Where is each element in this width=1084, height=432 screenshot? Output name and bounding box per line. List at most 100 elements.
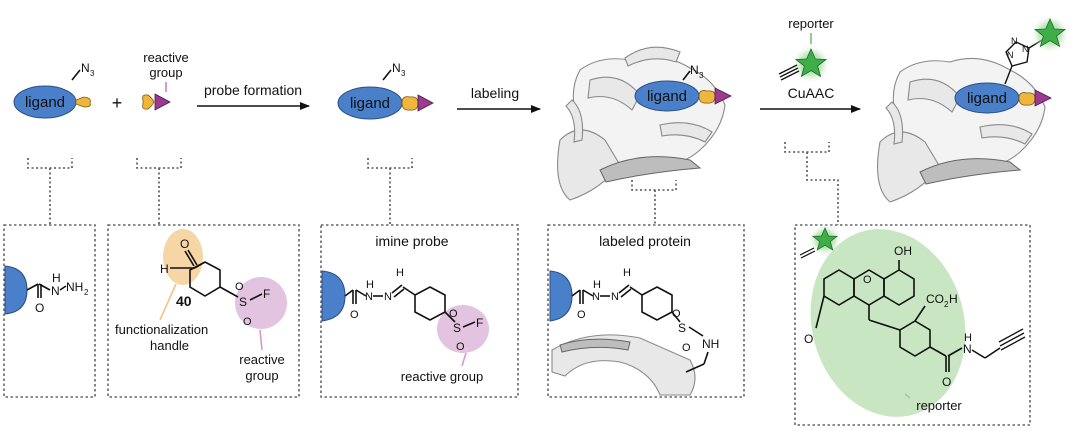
panel-labeled-protein: labeled protein O N H N H S O O NH: [547, 224, 745, 398]
imine-reactive-caption: reactive group: [401, 369, 483, 384]
arrow-label-cuaac: CuAAC: [788, 85, 835, 101]
panel-aldehyde-frame: [107, 224, 300, 398]
handle-caption-line1: functionalization: [115, 322, 208, 337]
co2h-co: CO: [926, 292, 944, 306]
panel-hydrazide-frame: [3, 224, 96, 398]
imine-nh: H: [366, 279, 374, 291]
azide-subscript-1: 3: [90, 69, 95, 78]
panel-imine-frame: [320, 224, 519, 398]
xanthenone-o: O: [804, 332, 813, 346]
imine-ch: H: [396, 267, 404, 279]
bracket-connectors: [27, 142, 839, 225]
imine-linkage-shape: [401, 96, 419, 111]
fluorescein-oh: OH: [894, 244, 912, 258]
imine-probe-title: imine probe: [375, 233, 448, 249]
reactive-highlight: [235, 277, 287, 329]
imine-so1: O: [449, 308, 458, 320]
labeled-nh-link: NH: [702, 337, 719, 351]
plus-sign: +: [112, 93, 123, 113]
xanthene-ring-left: [823, 269, 855, 306]
panel-aldehyde: O H 40 S O O F functionalization handle …: [107, 224, 300, 398]
reporter-caption: reporter: [916, 398, 962, 413]
labeled-protein-title: labeled protein: [599, 233, 691, 249]
protein-ribbon-2: ligand N N N: [877, 14, 1070, 203]
labeled-n2: N: [611, 291, 619, 303]
reactive-caption-line1: reactive: [239, 352, 285, 367]
labeled-nh: H: [593, 279, 601, 291]
azide-label-1: N: [81, 61, 90, 75]
triazole-n3: N: [1022, 44, 1029, 54]
imine-n2: N: [384, 291, 392, 303]
reactive-triangle: [154, 93, 171, 111]
reactive-group-label-line1: reactive: [143, 50, 189, 65]
azide-label-2: N: [392, 61, 401, 75]
arrow-label-labeling: labeling: [471, 85, 519, 101]
benzene-ring-labeled: [641, 286, 673, 321]
reporter-reagent: reporter: [778, 16, 834, 84]
reactive-group-label-line2: group: [149, 65, 182, 80]
panel-imine-probe: imine probe O N H N H S O O F reactive g…: [320, 224, 519, 398]
azide-label-3: N: [690, 63, 699, 77]
hydrazide-h: H: [52, 271, 61, 285]
co2h-h: H: [949, 292, 958, 306]
panel-reporter-frame: [794, 224, 1031, 426]
reactive-caption-line2: group: [245, 368, 278, 383]
reporter-panel-star-icon: [811, 227, 839, 251]
labeled-o: O: [577, 309, 586, 321]
ligand-label-3: ligand: [647, 88, 687, 105]
sulfonyl-f: F: [263, 287, 270, 301]
reactive-fragment: reactive group: [142, 50, 189, 111]
panel-reporter: OH O O CO 2 H O N H reporter: [794, 223, 1031, 426]
probe-construct: N 3 ligand: [337, 61, 434, 120]
ligand-label-4: ligand: [967, 90, 1007, 107]
panel-labeled-frame: [547, 224, 745, 398]
hydrazide-nh2-subscript: 2: [84, 288, 89, 297]
sulfonyl-o2: O: [243, 316, 252, 328]
amide-h: H: [964, 332, 972, 344]
azide-subscript-2: 3: [401, 69, 406, 78]
imine-o: O: [350, 309, 359, 321]
labeled-so1: O: [672, 308, 681, 320]
labeled-s: S: [678, 321, 686, 335]
azide-subscript-3: 3: [699, 71, 704, 80]
reporter-star-icon: [794, 48, 828, 78]
arrow-label-probe-formation: probe formation: [204, 82, 302, 98]
sulfonyl-s: S: [239, 295, 247, 309]
benzene-ring-aldehyde: [189, 261, 221, 297]
ligand-label-1: ligand: [25, 94, 65, 111]
ligand-construct-1: N 3 ligand: [13, 61, 95, 119]
xanthene-o: O: [863, 274, 872, 286]
labeled-n1: N: [592, 291, 600, 303]
handle-caption-line2: handle: [150, 338, 189, 353]
compound-number-40: 40: [176, 293, 192, 309]
aldehyde-handle-shape: [142, 94, 155, 110]
panel-hydrazide: O N H NH 2: [3, 224, 96, 398]
protein-ribbon-1: ligand N 3: [557, 46, 732, 201]
triazole-n1: N: [1007, 50, 1014, 60]
amide-n: N: [963, 342, 972, 356]
aldehyde-h: H: [160, 262, 169, 276]
triazole-ring: [1005, 41, 1030, 67]
hydrazide-nh2: NH: [66, 280, 83, 294]
co2h-subscript: 2: [944, 300, 949, 309]
amide-o: O: [942, 375, 951, 389]
hydrazide-handle-1: [75, 96, 91, 108]
labeled-so2: O: [682, 342, 691, 354]
imine-f: F: [476, 316, 483, 330]
probe-reactive-triangle: [417, 94, 434, 112]
imine-so2: O: [456, 341, 465, 353]
hydrazide-n: N: [51, 284, 60, 298]
imine-s: S: [453, 321, 461, 335]
labeled-ch: H: [623, 267, 631, 279]
aldehyde-o: O: [180, 237, 189, 251]
sulfonyl-o1: O: [235, 281, 244, 293]
benzoic-ring: [899, 320, 931, 357]
ligand-label-2: ligand: [350, 95, 390, 112]
hydrazide-o: O: [35, 301, 44, 315]
imine-n1: N: [365, 291, 373, 303]
handle-highlight: [163, 229, 203, 285]
triazole-n2: N: [1011, 36, 1018, 46]
azide-linker-1: [71, 69, 81, 81]
